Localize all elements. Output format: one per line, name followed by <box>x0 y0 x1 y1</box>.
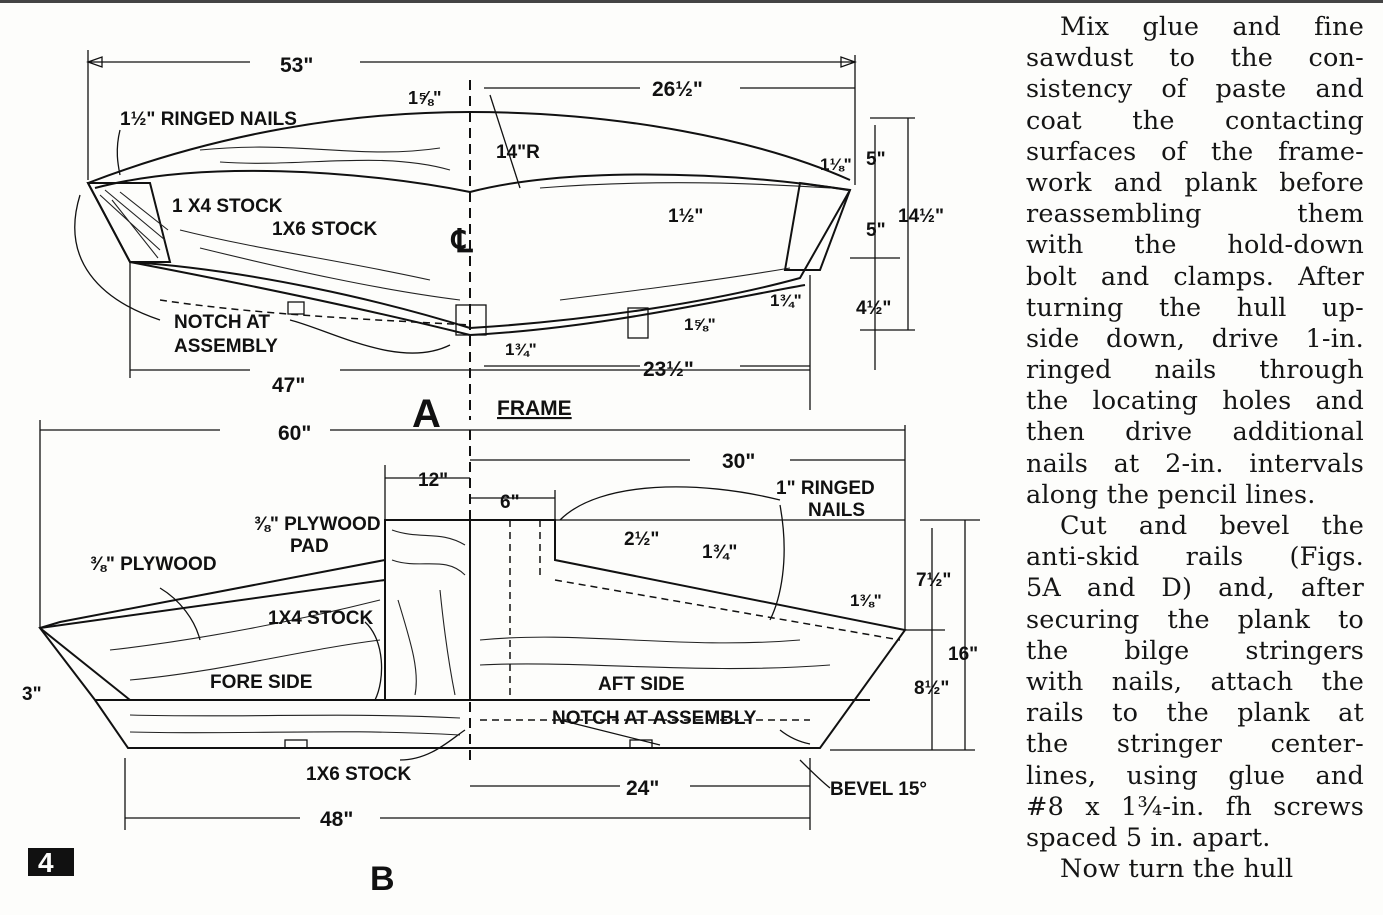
b-dim-rise-b: 1¾" <box>702 542 737 563</box>
a-dim-height-lower: 4½" <box>856 298 891 319</box>
b-dim-height-total: 16" <box>948 644 978 665</box>
b-dim-height-lower: 8½" <box>914 678 949 699</box>
page-top-rule <box>0 0 1383 3</box>
text-line: coat the contacting <box>1026 105 1364 136</box>
b-label-notch: NOTCH AT ASSEMBLY <box>552 708 757 729</box>
article-text-column: Mix glue and fine sawdust to the con- si… <box>1026 12 1364 885</box>
a-dim-end-bevel: 1¾" <box>770 291 802 310</box>
text-line: lines, using glue and <box>1026 760 1364 791</box>
a-dim-offset-bottom: 1⅝" <box>684 315 716 334</box>
a-dim-radius: 14"R <box>496 142 540 163</box>
b-dim-aft: 30" <box>722 450 755 473</box>
text-line: spaced 5 in. apart. <box>1026 822 1271 853</box>
a-dim-offset-top: 1⅝" <box>408 88 442 108</box>
text-line: 5A and D) and, after <box>1026 573 1364 604</box>
text-line: nails at 2-in. intervals <box>1026 448 1364 479</box>
text-line: Cut and bevel the <box>1060 511 1364 541</box>
a-dim-overall: 53" <box>280 54 313 77</box>
a-dim-height-total: 14½" <box>898 206 944 227</box>
text-line: along the pencil lines. <box>1026 479 1316 510</box>
a-dim-bottom: 47" <box>272 374 305 397</box>
a-label-1x4: 1 X4 STOCK <box>172 196 283 217</box>
text-line: rails to the plank at <box>1026 698 1364 729</box>
b-label-fore-side: FORE SIDE <box>210 672 312 693</box>
b-dim-pad-offset: 6" <box>500 492 520 513</box>
view-b-label: B <box>370 860 395 898</box>
b-dim-bow-end: 3" <box>22 684 42 705</box>
b-dim-height-upper: 7½" <box>916 570 951 591</box>
a-label-1x6: 1X6 STOCK <box>272 219 378 240</box>
text-line: the stringer center- <box>1026 729 1364 760</box>
a-dim-end-top: 1⅛" <box>820 155 852 174</box>
a-dim-five-a: 5" <box>866 149 886 170</box>
text-line: reassembling them <box>1026 199 1364 230</box>
a-dim-half: 26½" <box>652 78 703 101</box>
a-dim-notch-offset: 1¾" <box>505 340 537 359</box>
view-a-label: A <box>412 392 441 436</box>
construction-drawing: 53" 26½" 1⅝" 1½" RINGED NAILS 14"R 1 X4 … <box>22 50 980 898</box>
view-a-caption: FRAME <box>497 397 572 420</box>
text-line: the locating holes and <box>1026 386 1364 417</box>
page-number: 4 <box>38 847 54 878</box>
text-line: Mix glue and fine <box>1060 12 1364 42</box>
a-label-ringed-nails: 1½" RINGED NAILS <box>120 109 297 130</box>
a-dim-five-b: 5" <box>866 220 886 241</box>
b-label-bevel: BEVEL 15° <box>830 779 927 800</box>
text-line: anti-skid rails (Figs. <box>1026 542 1364 573</box>
text-line: ringed nails through <box>1026 355 1364 386</box>
text-line: #8 x 1¾-in. fh screws <box>1026 791 1364 822</box>
b-dim-overall: 60" <box>278 422 311 445</box>
text-line: work and plank before <box>1026 167 1364 198</box>
b-dim-pad: 12" <box>418 470 448 491</box>
b-label-plywood: ⅜" PLYWOOD <box>90 554 217 575</box>
text-line: side down, drive 1-in. <box>1026 323 1364 354</box>
text-line: with nails, attach the <box>1026 666 1364 697</box>
b-dim-end-top: 1⅜" <box>850 591 882 610</box>
page-number-badge: 4 <box>28 847 74 878</box>
text-line: surfaces of the frame- <box>1026 136 1364 167</box>
text-line: with the hold-down <box>1026 230 1364 261</box>
text-line: Now turn the hull <box>1060 854 1294 885</box>
view-a-frame <box>74 50 915 420</box>
text-line: the bilge stringers <box>1026 635 1364 666</box>
a-dim-rise: 1½" <box>668 206 703 227</box>
paragraph-2: Cut and bevel the anti-skid rails (Figs.… <box>1026 511 1364 854</box>
b-label-1x4: 1X4 STOCK <box>268 608 374 629</box>
view-b-side <box>38 420 980 830</box>
text-line: securing the plank to <box>1026 604 1364 635</box>
paragraph-1: Mix glue and fine sawdust to the con- si… <box>1026 12 1364 511</box>
text-line: bolt and clamps. After <box>1026 261 1364 292</box>
text-line: then drive additional <box>1026 417 1364 448</box>
b-dim-aft-bottom: 24" <box>626 777 659 800</box>
paragraph-3: Now turn the hull <box>1026 854 1364 885</box>
b-label-1x6: 1X6 STOCK <box>306 764 412 785</box>
b-dim-bottom: 48" <box>320 808 353 831</box>
a-dim-aft-bottom: 23½" <box>643 358 694 381</box>
text-line: sawdust to the con- <box>1026 43 1364 74</box>
text-line: turning the hull up- <box>1026 292 1364 323</box>
a-centerline: ℄ <box>450 223 473 259</box>
text-line: sistency of paste and <box>1026 74 1364 105</box>
b-dim-rise-a: 2½" <box>624 529 659 550</box>
b-label-aft-side: AFT SIDE <box>598 674 685 695</box>
